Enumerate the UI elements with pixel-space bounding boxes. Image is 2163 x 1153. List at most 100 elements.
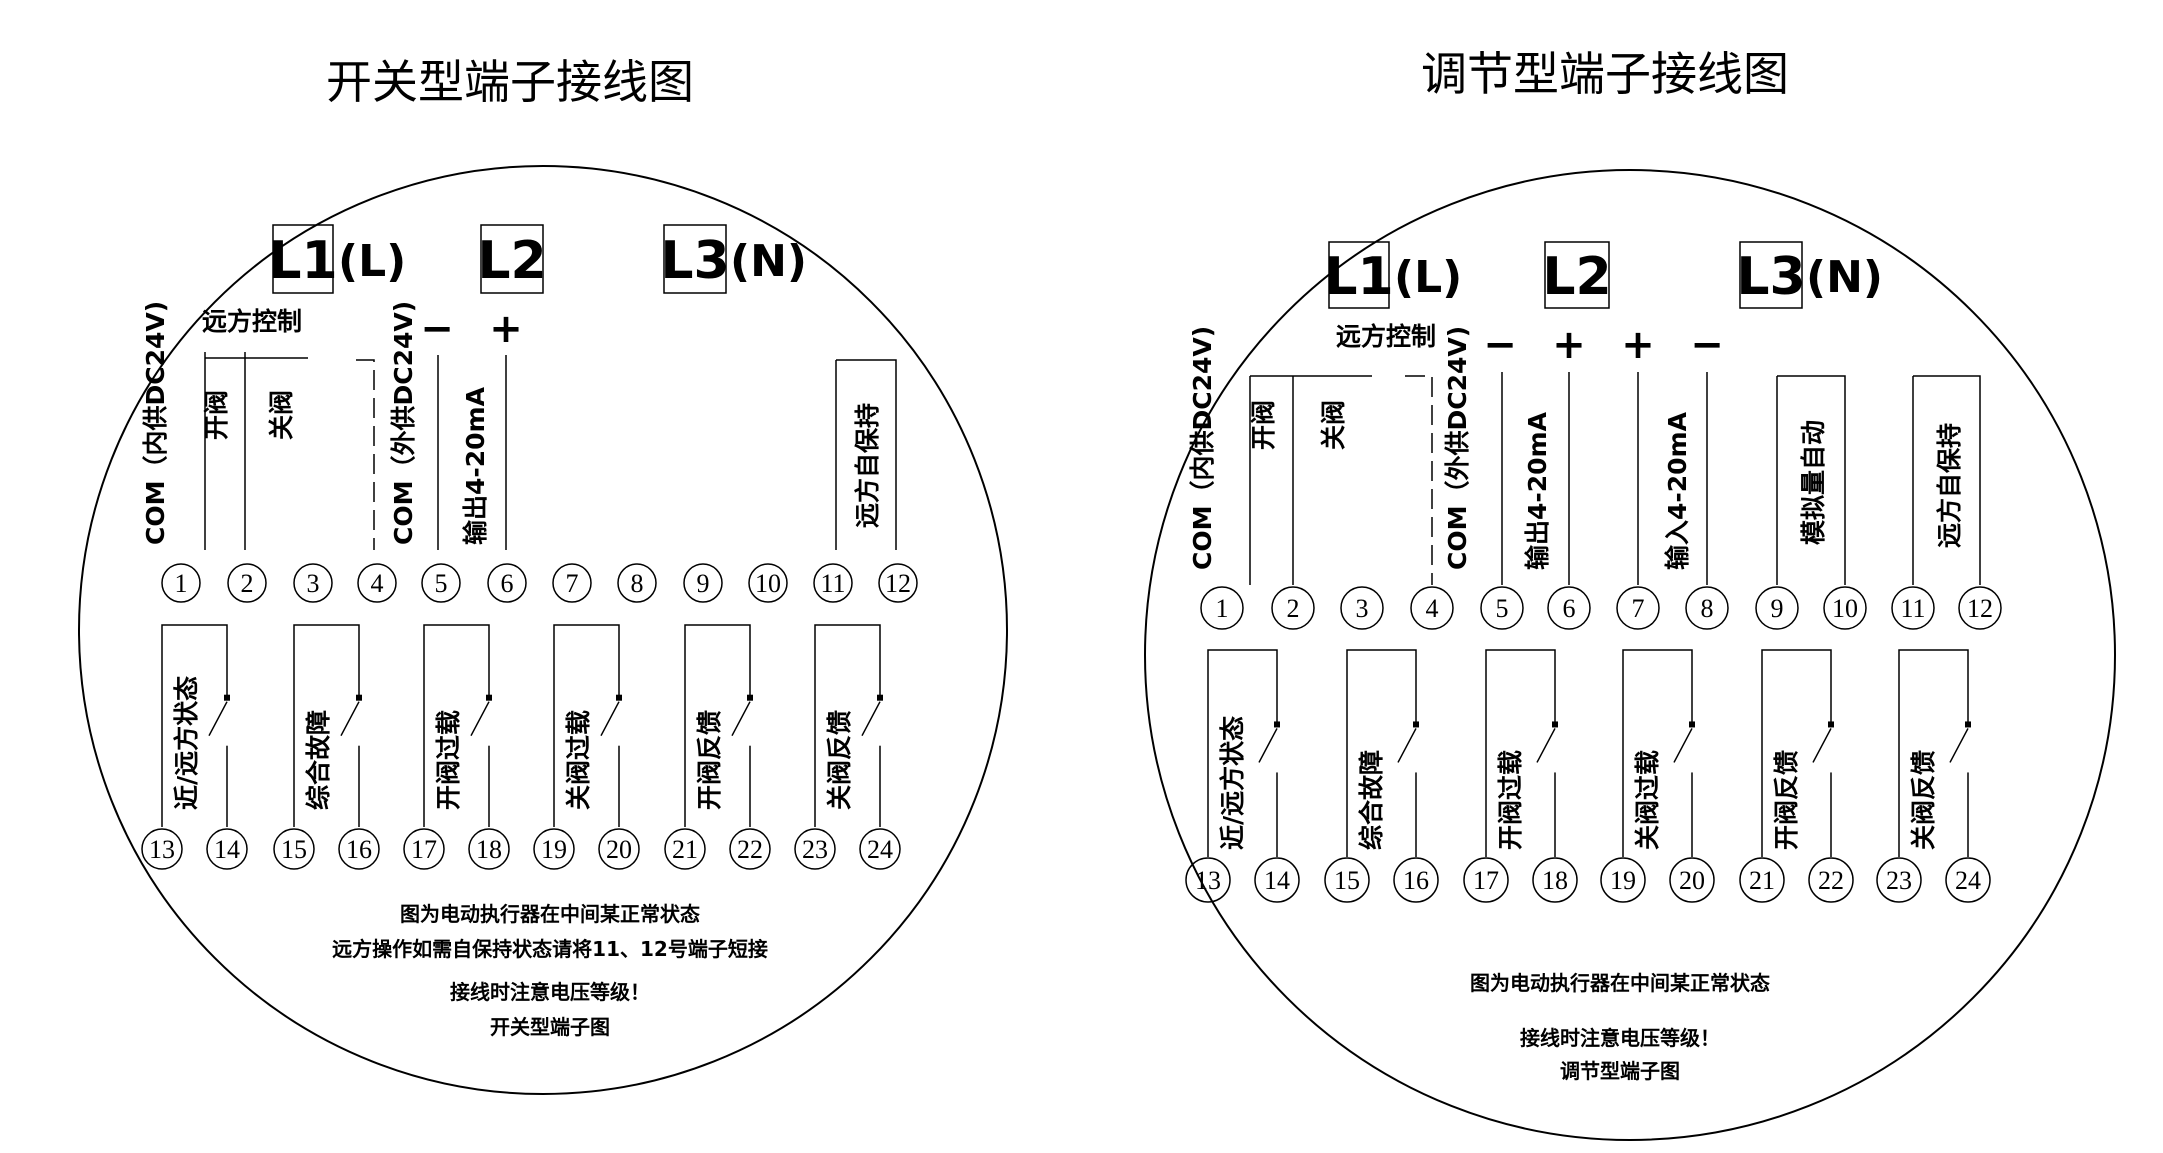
relay-contact: 综合故障	[1346, 649, 1419, 857]
terminal-12: 12	[1958, 586, 2002, 630]
l1-label: L1	[268, 231, 337, 291]
relay-wire	[814, 624, 881, 827]
remote-control-label: 远方控制	[1336, 322, 1436, 351]
terminal-circle	[1393, 857, 1439, 903]
relay-wire	[1898, 649, 1969, 857]
note-line-3: 调节型端子图	[1560, 1059, 1680, 1083]
minus-sign: −	[1483, 322, 1517, 368]
relay-wire	[1485, 649, 1556, 857]
note-line-1: 图为电动执行器在中间某正常状态	[400, 902, 700, 926]
relay-wire	[423, 624, 490, 827]
terminal-number: 12	[885, 569, 911, 598]
self-hold-label: 远方自保持	[853, 403, 882, 528]
terminal-3: 3	[1340, 586, 1384, 630]
terminal-number: 10	[755, 569, 781, 598]
relay-label: 关阀反馈	[1909, 750, 1938, 850]
terminal-circle	[421, 563, 461, 603]
relay-contact-dot	[747, 694, 753, 701]
terminal-16: 16	[338, 828, 380, 870]
terminal-circle	[1532, 857, 1578, 903]
terminal-6: 6	[487, 563, 527, 603]
terminal-14: 14	[206, 828, 248, 870]
l1-suffix: (L)	[338, 236, 406, 287]
relay-wire	[161, 624, 228, 827]
relay-contact: 开阀反馈	[1761, 649, 1834, 857]
terminal-number: 24	[1955, 866, 1981, 895]
terminal-circle	[1945, 857, 1991, 903]
terminal-8: 8	[617, 563, 657, 603]
terminal-number: 15	[281, 835, 307, 864]
l1-suffix: (L)	[1394, 252, 1462, 303]
terminal-10: 10	[1823, 586, 1867, 630]
relay-switch-arm	[470, 701, 490, 737]
relay-label: 关阀过载	[1633, 750, 1662, 850]
remote-control-label: 远方控制	[202, 307, 302, 336]
terminal-10: 10	[748, 563, 788, 603]
close-valve-label: 关阀	[267, 390, 296, 440]
analog-auto-bracket	[1777, 375, 1846, 585]
relay-contact-dot	[877, 694, 883, 701]
relay-label: 开阀过载	[434, 710, 463, 810]
terminal-1: 1	[1200, 586, 1244, 630]
terminal-housing-circle	[78, 165, 1008, 1095]
terminal-circle	[729, 828, 771, 870]
terminal-number: 16	[1403, 866, 1429, 895]
terminal-5: 5	[421, 563, 461, 603]
l1-box	[1328, 241, 1390, 309]
relay-label: 综合故障	[304, 710, 333, 810]
open-valve-label: 开阀	[202, 390, 231, 440]
minus-sign: −	[420, 306, 454, 352]
relay-switch-arm	[861, 701, 881, 737]
terminal-20: 20	[598, 828, 640, 870]
terminal-circle	[357, 563, 397, 603]
terminal-15: 15	[273, 828, 315, 870]
plus-sign: +	[489, 306, 523, 352]
terminal-circle	[1755, 586, 1799, 630]
terminal-circle	[878, 563, 918, 603]
open-valve-label: 开阀	[1249, 400, 1278, 450]
terminal-circle	[403, 828, 445, 870]
terminal-number: 2	[241, 569, 254, 598]
modulating-type-diagram: 调节型端子接线图 L1 (L) L2 L3 (N) 远方控制 − + + − C…	[1144, 47, 2116, 1141]
relay-label: 开阀反馈	[695, 710, 724, 810]
relay-wire	[293, 624, 360, 827]
terminal-circle	[1823, 586, 1867, 630]
relay-switch-arm	[600, 701, 620, 737]
com-external-bracket	[356, 359, 375, 550]
terminal-number: 8	[631, 569, 644, 598]
l3-suffix: (N)	[1806, 252, 1883, 303]
terminal-number: 7	[566, 569, 579, 598]
note-line-2: 远方操作如需自保持状态请将11、12号端子短接	[332, 937, 768, 961]
terminal-6: 6	[1547, 586, 1591, 630]
l2-box	[1544, 241, 1610, 309]
terminal-circle	[273, 828, 315, 870]
terminal-13: 13	[141, 828, 183, 870]
terminal-number: 4	[1426, 594, 1439, 623]
relay-label: 开阀反馈	[1772, 750, 1801, 850]
terminal-circle	[1876, 857, 1922, 903]
relay-contact-dot	[1689, 721, 1695, 728]
terminal-16: 16	[1393, 857, 1439, 903]
terminal-4: 4	[1410, 586, 1454, 630]
terminal-18: 18	[1532, 857, 1578, 903]
terminal-17: 17	[1463, 857, 1509, 903]
terminal-circle	[141, 828, 183, 870]
relay-contact: 开阀反馈	[684, 624, 753, 827]
relay-contact-dot	[1552, 721, 1558, 728]
close-valve-label: 关阀	[1319, 400, 1348, 450]
relay-switch-arm	[208, 701, 228, 737]
terminal-number: 5	[1496, 594, 1509, 623]
terminal-number: 6	[501, 569, 514, 598]
relay-contact: 综合故障	[293, 624, 362, 827]
terminal-12: 12	[878, 563, 918, 603]
l3-box	[1739, 241, 1803, 309]
terminal-19: 19	[1600, 857, 1646, 903]
terminal-circle	[227, 563, 267, 603]
terminal-circle	[1616, 586, 1660, 630]
terminal-number: 23	[802, 835, 828, 864]
terminal-circle	[617, 563, 657, 603]
terminal-circle	[664, 828, 706, 870]
terminal-circle	[338, 828, 380, 870]
